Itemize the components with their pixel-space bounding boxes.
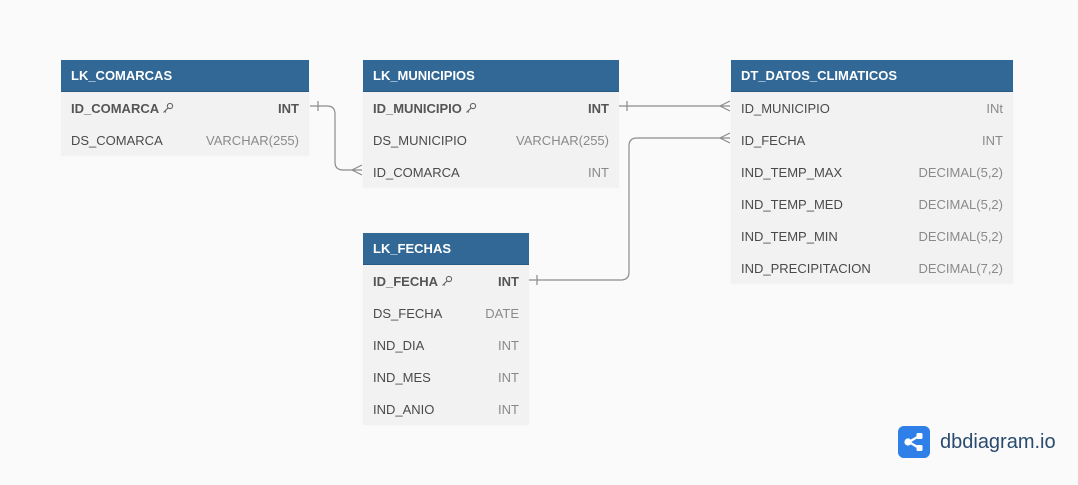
table-row[interactable]: DS_FECHA DATE — [363, 297, 529, 329]
table-lk-comarcas[interactable]: LK_COMARCAS ID_COMARCA INT DS_COMARCA VA… — [61, 60, 309, 156]
column-type: DECIMAL(5,2) — [918, 196, 1003, 212]
column-name: ID_COMARCA — [373, 164, 460, 180]
key-icon — [442, 275, 453, 286]
table-row[interactable]: IND_ANIO INT — [363, 393, 529, 425]
table-header[interactable]: LK_FECHAS — [363, 233, 529, 265]
table-row[interactable]: ID_FECHA INT — [731, 124, 1013, 156]
column-type: DECIMAL(5,2) — [918, 228, 1003, 244]
table-row[interactable]: IND_PRECIPITACION DECIMAL(7,2) — [731, 252, 1013, 284]
table-header[interactable]: LK_COMARCAS — [61, 60, 309, 92]
key-icon — [163, 102, 174, 113]
table-row[interactable]: IND_DIA INT — [363, 329, 529, 361]
table-row[interactable]: IND_MES INT — [363, 361, 529, 393]
column-type: DATE — [485, 305, 519, 321]
column-type: INT — [278, 100, 299, 116]
table-row[interactable]: ID_MUNICIPIO INT — [363, 92, 619, 124]
column-type: DECIMAL(7,2) — [918, 260, 1003, 276]
table-row[interactable]: IND_TEMP_MED DECIMAL(5,2) — [731, 188, 1013, 220]
table-lk-municipios[interactable]: LK_MUNICIPIOS ID_MUNICIPIO INT DS_MUNICI… — [363, 60, 619, 188]
table-row[interactable]: ID_COMARCA INT — [61, 92, 309, 124]
column-name: ID_MUNICIPIO — [741, 100, 830, 116]
column-name: DS_FECHA — [373, 305, 443, 321]
column-name: IND_TEMP_MED — [741, 196, 843, 212]
column-type: INt — [986, 100, 1003, 116]
table-header[interactable]: LK_MUNICIPIOS — [363, 60, 619, 92]
column-type: INT — [498, 401, 519, 417]
table-header[interactable]: DT_DATOS_CLIMATICOS — [731, 60, 1013, 92]
column-name: IND_PRECIPITACION — [741, 260, 871, 276]
column-name: DS_MUNICIPIO — [373, 132, 467, 148]
column-type: INT — [588, 100, 609, 116]
table-lk-fechas[interactable]: LK_FECHAS ID_FECHA INT DS_FECHA DATE IND… — [363, 233, 529, 425]
table-row[interactable]: DS_MUNICIPIO VARCHAR(255) — [363, 124, 619, 156]
column-name: ID_FECHA — [373, 273, 439, 289]
table-dt-datos-climaticos[interactable]: DT_DATOS_CLIMATICOS ID_MUNICIPIO INt ID_… — [731, 60, 1013, 284]
key-icon — [465, 102, 476, 113]
table-row[interactable]: ID_FECHA INT — [363, 265, 529, 297]
column-type: INT — [588, 164, 609, 180]
dbdiagram-logo[interactable]: dbdiagram.io — [898, 426, 1056, 458]
column-name: IND_TEMP_MAX — [741, 164, 843, 180]
rel-fecha-datos — [529, 137, 730, 281]
column-name: IND_ANIO — [373, 401, 435, 417]
share-icon — [898, 426, 930, 458]
column-type: INT — [982, 132, 1003, 148]
column-name: IND_DIA — [373, 337, 425, 353]
column-name: DS_COMARCA — [71, 132, 163, 148]
column-name: IND_TEMP_MIN — [741, 228, 838, 244]
column-type: VARCHAR(255) — [206, 132, 299, 148]
column-name: ID_COMARCA — [71, 100, 160, 116]
column-type: INT — [498, 369, 519, 385]
rel-comarca-municipio — [310, 105, 362, 171]
table-row[interactable]: ID_COMARCA INT — [363, 156, 619, 188]
column-type: INT — [498, 337, 519, 353]
table-row[interactable]: DS_COMARCA VARCHAR(255) — [61, 124, 309, 156]
column-type: VARCHAR(255) — [516, 132, 609, 148]
column-type: DECIMAL(5,2) — [918, 164, 1003, 180]
table-row[interactable]: ID_MUNICIPIO INt — [731, 92, 1013, 124]
table-row[interactable]: IND_TEMP_MIN DECIMAL(5,2) — [731, 220, 1013, 252]
column-name: ID_MUNICIPIO — [373, 100, 462, 116]
column-name: ID_FECHA — [741, 132, 806, 148]
table-row[interactable]: IND_TEMP_MAX DECIMAL(5,2) — [731, 156, 1013, 188]
column-name: IND_MES — [373, 369, 431, 385]
brand-name: dbdiagram.io — [940, 430, 1056, 453]
column-type: INT — [498, 273, 519, 289]
